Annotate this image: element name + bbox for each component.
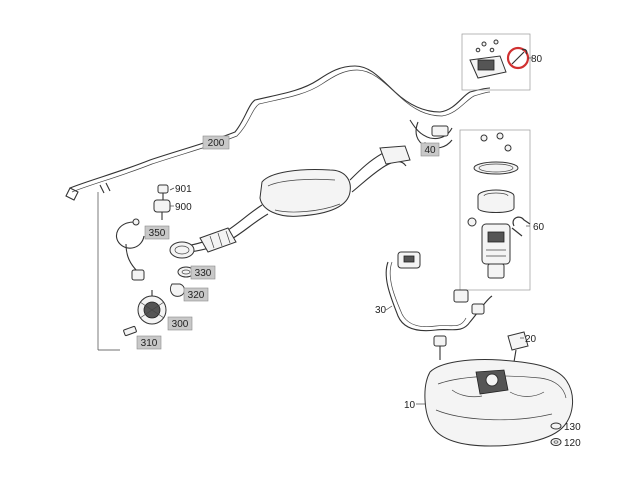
callout-200-label: 200 bbox=[208, 138, 225, 149]
callout-310-label: 310 bbox=[141, 338, 158, 349]
callout-901[interactable]: 901 bbox=[175, 184, 192, 195]
pump-300[interactable] bbox=[137, 290, 167, 325]
callout-40-label: 40 bbox=[424, 145, 436, 156]
callout-350-label: 350 bbox=[149, 228, 166, 239]
sensor-900[interactable] bbox=[153, 199, 171, 220]
fuel-filter-80[interactable] bbox=[469, 39, 507, 79]
callout-330[interactable]: 330 bbox=[190, 265, 216, 280]
callout-901-label: 901 bbox=[175, 184, 192, 195]
filter-box-frame bbox=[459, 129, 531, 291]
leader-line-left bbox=[97, 192, 120, 351]
callout-80-label: 80 bbox=[531, 54, 543, 65]
callout-120-label: 120 bbox=[564, 438, 581, 449]
callout-130-label: 130 bbox=[564, 422, 581, 433]
nut-120[interactable] bbox=[550, 438, 562, 446]
fuel-filter-box bbox=[461, 33, 531, 91]
callout-130[interactable]: 130 bbox=[564, 422, 581, 433]
callout-120[interactable]: 120 bbox=[564, 438, 581, 449]
callout-60-label: 60 bbox=[533, 222, 545, 233]
exhaust-assembly[interactable] bbox=[169, 145, 411, 259]
callout-300-label: 300 bbox=[172, 319, 189, 330]
clamp-320[interactable] bbox=[169, 283, 185, 297]
callout-300[interactable]: 300 bbox=[167, 316, 193, 331]
callout-10[interactable]: 10 bbox=[404, 400, 416, 411]
callout-320-label: 320 bbox=[188, 290, 205, 301]
callout-320[interactable]: 320 bbox=[183, 287, 209, 302]
callout-30-label: 30 bbox=[375, 305, 387, 316]
fuel-line-200[interactable] bbox=[65, 65, 491, 201]
callout-350[interactable]: 350 bbox=[144, 225, 170, 240]
sensor-901[interactable] bbox=[157, 184, 169, 200]
callout-60[interactable]: 60 bbox=[533, 222, 545, 233]
pin-310[interactable] bbox=[123, 325, 137, 337]
callout-200[interactable]: 200 bbox=[202, 135, 230, 150]
callout-310[interactable]: 310 bbox=[136, 335, 162, 350]
fuel-filter-insert[interactable] bbox=[467, 132, 519, 279]
callout-330-label: 330 bbox=[195, 268, 212, 279]
callout-40[interactable]: 40 bbox=[420, 142, 440, 157]
callout-20[interactable]: 20 bbox=[525, 334, 537, 345]
washer-130[interactable] bbox=[550, 422, 562, 430]
wiring-harness-30[interactable] bbox=[385, 251, 493, 360]
callout-20-label: 20 bbox=[525, 334, 537, 345]
wrench-icon bbox=[511, 48, 528, 65]
callout-30[interactable]: 30 bbox=[375, 305, 387, 316]
callout-900-label: 900 bbox=[175, 202, 192, 213]
connector-20[interactable] bbox=[507, 331, 529, 363]
callout-80[interactable]: 80 bbox=[531, 54, 543, 65]
callout-900[interactable]: 900 bbox=[175, 202, 192, 213]
fuel-tank-10[interactable] bbox=[424, 359, 573, 447]
wrench-icon bbox=[511, 216, 531, 237]
callout-10-label: 10 bbox=[404, 400, 416, 411]
lambda-probe-350[interactable] bbox=[116, 218, 145, 281]
